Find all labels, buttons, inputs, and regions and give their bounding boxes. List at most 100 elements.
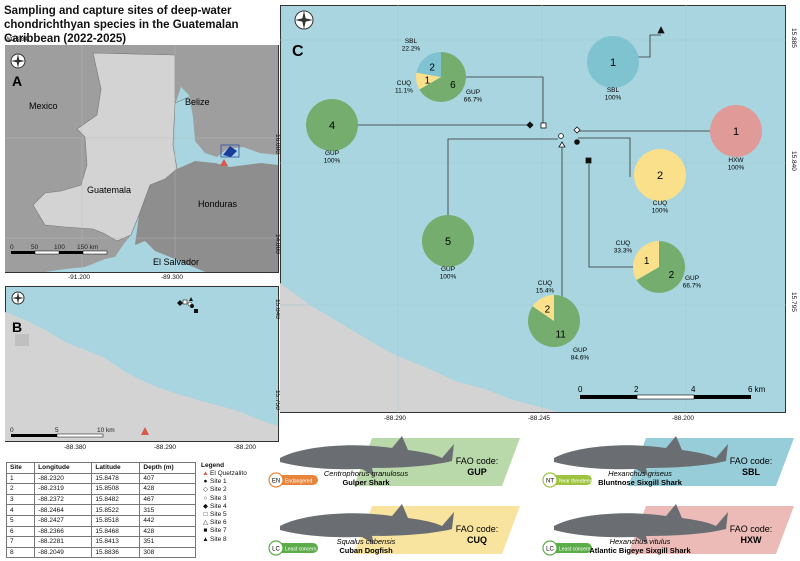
- svg-text:10 km: 10 km: [97, 427, 115, 434]
- scalebar-b: 0 5 10 km: [10, 427, 115, 438]
- scalebar-a: 0 50 100 150 km: [10, 244, 108, 255]
- status-text: Least concern: [559, 547, 591, 553]
- table-cell: 428: [139, 483, 196, 495]
- shark-icon: [554, 436, 728, 476]
- site-cluster: [223, 146, 237, 157]
- table-cell: 15.8518: [91, 514, 141, 527]
- panel-a-label: A: [12, 73, 22, 89]
- legend-item: ▲El Quetzalito: [201, 470, 261, 478]
- status-circle-icon: [268, 472, 284, 488]
- panel-b-label: B: [12, 319, 22, 335]
- table-header: Longitude: [34, 462, 93, 474]
- pie-count-label: 1: [610, 57, 616, 69]
- fao-label: FAO code:: [456, 524, 499, 534]
- table-cell: 315: [139, 504, 196, 516]
- pie-species-label: CUQ: [538, 280, 552, 287]
- table-cell: 15.8482: [91, 493, 141, 506]
- pie-percent-label: 100%: [728, 165, 745, 172]
- svg-text:0: 0: [10, 244, 14, 251]
- legend-symbol-icon: ●: [203, 478, 208, 486]
- species-common-name: Cuban Dogfish: [339, 546, 393, 555]
- pie-species-label: GUP: [325, 150, 339, 157]
- pie-slice: [587, 36, 639, 88]
- legend-label: Site 6: [210, 519, 227, 527]
- compass-c-icon: [294, 10, 314, 30]
- table-cell: 2: [5, 483, 36, 495]
- legend-label: Site 1: [210, 478, 227, 486]
- pie-species-label: GUP: [466, 89, 480, 96]
- c-y-tick-1: 15.840: [790, 151, 797, 171]
- shark-icon: [554, 504, 728, 544]
- study-area-box: [220, 144, 240, 158]
- table-cell: -88.2372: [34, 493, 93, 506]
- pie-slice: [636, 241, 686, 293]
- legend-label: Site 4: [210, 502, 227, 510]
- status-code: EN: [272, 479, 280, 485]
- svg-text:50: 50: [31, 244, 39, 251]
- pie-count-label: 4: [329, 120, 335, 132]
- table-cell: 3: [5, 493, 36, 506]
- table-cell: 4: [5, 504, 36, 516]
- panel-a-map: A Mexico Belize Guatemala Honduras El Sa…: [5, 45, 279, 273]
- pie-species-label: HXW: [728, 157, 744, 164]
- table-cell: 15.8478: [91, 472, 141, 485]
- table-cell: -88.2366: [34, 525, 93, 538]
- species-latin-name: Centrophorus granulosus: [324, 469, 408, 478]
- table-cell: -88.2049: [34, 546, 93, 559]
- country-guatemala: Guatemala: [87, 185, 131, 195]
- species-common-name: Atlantic Bigeye Sixgill Shark: [589, 546, 691, 555]
- table-cell: 428: [139, 525, 196, 538]
- pie-percent-label: 11.1%: [395, 88, 413, 95]
- table-cell: 15.8836: [91, 546, 141, 559]
- c-y-tick-2: 15.795: [790, 292, 797, 312]
- legend-label: Site 2: [210, 486, 227, 494]
- legend-symbol-icon: ▲: [202, 535, 209, 543]
- fao-label: FAO code:: [730, 524, 773, 534]
- table-cell: 308: [139, 546, 196, 559]
- status-code: LC: [546, 547, 554, 553]
- pie-count-label: 11: [555, 330, 566, 341]
- legend-item: △Site 6: [201, 519, 261, 527]
- pie-slice: [306, 99, 358, 151]
- status-code: NT: [546, 479, 554, 485]
- table-cell: -88.2427: [34, 514, 93, 527]
- pie-percent-label: 15.4%: [536, 288, 555, 295]
- pie-slice: [422, 215, 474, 267]
- pie-species-label: GUP: [573, 347, 587, 354]
- shark-icon: [280, 436, 454, 476]
- a-x-tick-1: -89.300: [161, 274, 184, 281]
- pie-count-label: 2: [429, 62, 435, 73]
- site-markers-b: [177, 297, 198, 313]
- table-cell: 15.8508: [91, 483, 141, 495]
- pie-species-label: SBL: [405, 38, 418, 45]
- legend-symbol-icon: □: [203, 510, 208, 518]
- c-x-tick-0: -88.290: [384, 415, 407, 422]
- country-honduras: Honduras: [198, 199, 238, 209]
- status-badge: [274, 475, 318, 485]
- legend-title: Legend: [201, 462, 225, 469]
- crs-label: WGS 84: [5, 37, 28, 43]
- map-title: Sampling and capture sites of deep-water…: [4, 5, 239, 45]
- pie-species-label: CUQ: [653, 200, 667, 207]
- legend-symbol-icon: △: [203, 519, 208, 527]
- pie-species-label: SBL: [607, 87, 620, 94]
- status-text: Least concern: [285, 547, 317, 553]
- lagoon-area: [15, 334, 29, 346]
- status-badge: [274, 543, 318, 553]
- legend-label: El Quetzalito: [210, 470, 247, 477]
- table-cell: -88.2281: [34, 536, 93, 548]
- table-header: Latitude: [91, 462, 141, 474]
- fao-label: FAO code:: [730, 456, 773, 466]
- panel-c-label: C: [292, 43, 304, 60]
- status-circle-icon: [542, 540, 558, 556]
- legend-symbol-icon: ▲: [202, 470, 209, 477]
- pie-species-label: GUP: [685, 275, 699, 282]
- sites-table: Site Longitude Latitude Depth (m) 1-88.2…: [5, 462, 196, 559]
- pie-slice: [710, 105, 762, 157]
